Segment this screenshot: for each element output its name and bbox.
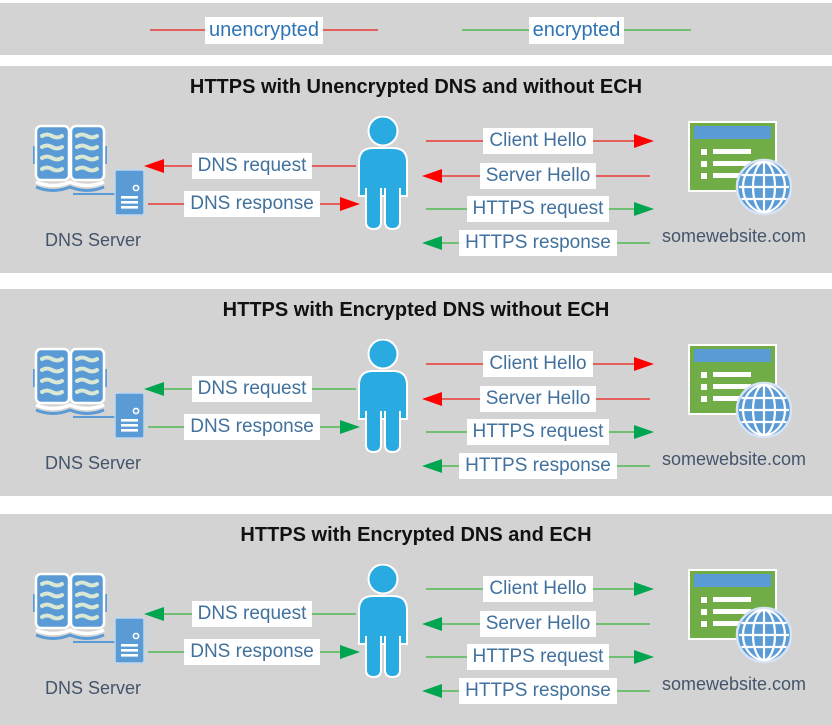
panel-title: HTTPS with Encrypted DNS without ECH bbox=[222, 299, 610, 321]
panel-title: HTTPS with Encrypted DNS and ECH bbox=[240, 524, 592, 546]
website-label: somewebsite.com bbox=[662, 674, 807, 694]
arrowhead-icon bbox=[634, 650, 654, 664]
arrow-label: Client Hello bbox=[483, 576, 593, 602]
user-person-icon bbox=[352, 338, 414, 454]
arrow-label: Server Hello bbox=[479, 163, 597, 189]
dns-server-label: DNS Server bbox=[45, 453, 142, 473]
dns-server-icon bbox=[33, 122, 145, 217]
dns-server-label: DNS Server bbox=[45, 678, 142, 698]
panel-title: HTTPS with Unencrypted DNS and without E… bbox=[189, 76, 643, 98]
arrow-https-response: HTTPS response bbox=[422, 453, 652, 479]
arrow-server-hello: Server Hello bbox=[422, 611, 652, 637]
arrow-label: Server Hello bbox=[479, 386, 597, 412]
arrowhead-icon bbox=[422, 169, 442, 183]
website-icon bbox=[688, 344, 793, 439]
panel-encrypted-dns-no-ech: HTTPS with Encrypted DNS without ECH bbox=[0, 289, 832, 496]
panel-unencrypted-dns-no-ech: HTTPS with Unencrypted DNS and without E… bbox=[0, 66, 832, 273]
arrow-dns-request: DNS request bbox=[144, 153, 358, 179]
arrow-dns-request: DNS request bbox=[144, 376, 358, 402]
arrow-label: Client Hello bbox=[483, 128, 593, 154]
arrowhead-icon bbox=[422, 684, 442, 698]
arrowhead-icon bbox=[422, 392, 442, 406]
arrowhead-icon bbox=[340, 420, 360, 434]
dns-server-label: DNS Server bbox=[45, 230, 142, 250]
arrowhead-icon bbox=[422, 459, 442, 473]
dns-server-icon bbox=[33, 570, 145, 665]
arrowhead-icon bbox=[340, 197, 360, 211]
arrow-dns-response: DNS response bbox=[146, 414, 360, 440]
arrow-https-response: HTTPS response bbox=[422, 230, 652, 256]
arrow-label: HTTPS request bbox=[466, 644, 610, 670]
arrow-https-request: HTTPS request bbox=[424, 419, 654, 445]
arrow-client-hello: Client Hello bbox=[424, 128, 654, 154]
panel-encrypted-dns-with-ech: HTTPS with Encrypted DNS and ECH bbox=[0, 514, 832, 725]
arrowhead-icon bbox=[634, 134, 654, 148]
arrowhead-icon bbox=[144, 159, 164, 173]
arrow-https-request: HTTPS request bbox=[424, 644, 654, 670]
arrow-https-response: HTTPS response bbox=[422, 678, 652, 704]
arrow-label: Client Hello bbox=[483, 351, 593, 377]
arrowhead-icon bbox=[422, 617, 442, 631]
arrowhead-icon bbox=[634, 582, 654, 596]
arrow-dns-request: DNS request bbox=[144, 601, 358, 627]
website-icon bbox=[688, 121, 793, 216]
arrowhead-icon bbox=[634, 357, 654, 371]
legend-label-unencrypted: unencrypted bbox=[204, 16, 324, 44]
arrowhead-icon bbox=[634, 202, 654, 216]
arrow-dns-response: DNS response bbox=[146, 639, 360, 665]
arrowhead-icon bbox=[144, 607, 164, 621]
arrowhead-icon bbox=[144, 382, 164, 396]
user-person-icon bbox=[352, 115, 414, 231]
legend-label-encrypted: encrypted bbox=[528, 16, 625, 44]
arrow-label: HTTPS request bbox=[466, 196, 610, 222]
arrow-label: DNS request bbox=[191, 376, 313, 402]
arrow-label: HTTPS response bbox=[459, 230, 617, 256]
arrowhead-icon bbox=[634, 425, 654, 439]
user-person-icon bbox=[352, 563, 414, 679]
arrow-label: Server Hello bbox=[479, 611, 597, 637]
dns-server-icon bbox=[33, 345, 145, 440]
arrow-label: DNS request bbox=[191, 601, 313, 627]
arrow-client-hello: Client Hello bbox=[424, 351, 654, 377]
arrow-server-hello: Server Hello bbox=[422, 386, 652, 412]
arrowhead-icon bbox=[340, 645, 360, 659]
arrow-https-request: HTTPS request bbox=[424, 196, 654, 222]
arrow-label: HTTPS request bbox=[466, 419, 610, 445]
arrow-label: HTTPS response bbox=[459, 678, 617, 704]
website-label: somewebsite.com bbox=[662, 226, 807, 246]
arrow-client-hello: Client Hello bbox=[424, 576, 654, 602]
legend-bar: unencrypted encrypted bbox=[0, 3, 832, 55]
arrow-label: DNS response bbox=[184, 414, 320, 440]
arrowhead-icon bbox=[422, 236, 442, 250]
arrow-dns-response: DNS response bbox=[146, 191, 360, 217]
arrow-server-hello: Server Hello bbox=[422, 163, 652, 189]
website-label: somewebsite.com bbox=[662, 449, 807, 469]
arrow-label: DNS response bbox=[184, 639, 320, 665]
legend-item-encrypted: encrypted bbox=[462, 16, 691, 44]
arrow-label: DNS request bbox=[191, 153, 313, 179]
website-icon bbox=[688, 569, 793, 664]
legend-item-unencrypted: unencrypted bbox=[150, 16, 378, 44]
arrow-label: HTTPS response bbox=[459, 453, 617, 479]
arrow-label: DNS response bbox=[184, 191, 320, 217]
